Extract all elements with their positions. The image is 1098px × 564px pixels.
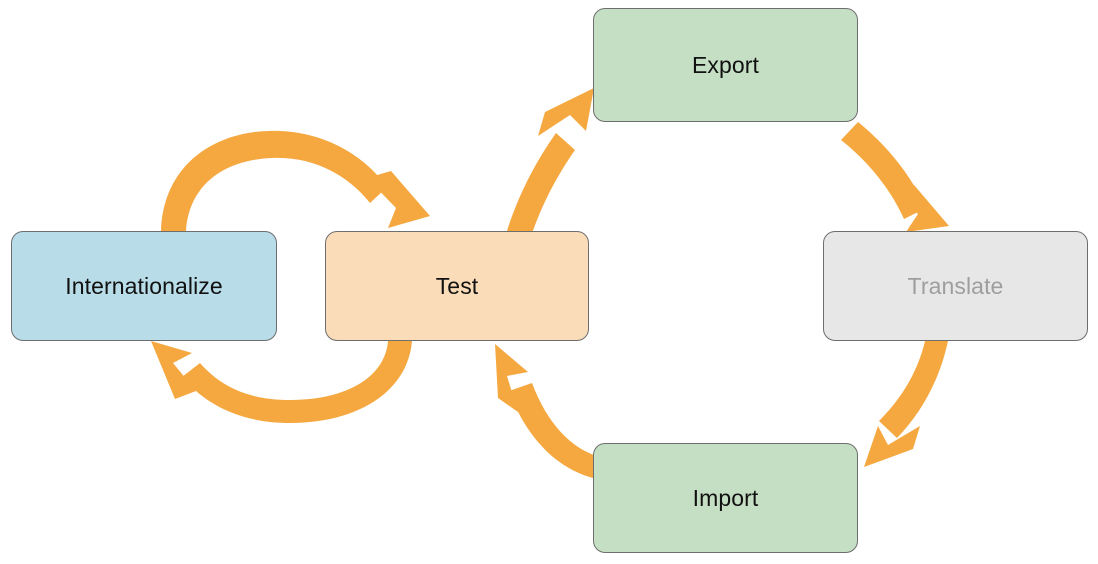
node-import[interactable]: Import (593, 443, 858, 553)
edge-export-to-translate-shaft (841, 122, 926, 219)
node-translate-label: Translate (907, 272, 1004, 299)
edge-internationalize-to-test-shaft (161, 130, 387, 231)
edge-import-to-test-head (495, 344, 528, 412)
node-translate[interactable]: Translate (823, 231, 1088, 341)
node-internationalize-label: Internationalize (65, 272, 223, 299)
node-export[interactable]: Export (593, 8, 858, 122)
edge-test-to-internationalize-head (151, 341, 196, 399)
node-import-label: Import (692, 484, 759, 511)
edge-import-to-test-shaft (509, 383, 600, 478)
edge-internationalize-to-test-head (367, 171, 430, 228)
node-test[interactable]: Test (325, 231, 589, 341)
edge-test-to-export-head (538, 88, 594, 136)
edge-translate-to-import-shaft (879, 341, 948, 438)
edge-translate-to-import-head (864, 426, 920, 467)
edge-import-to-test (495, 344, 600, 478)
node-internationalize[interactable]: Internationalize (11, 231, 277, 341)
edge-internationalize-to-test (161, 130, 430, 231)
edge-test-to-internationalize-shaft (182, 341, 412, 423)
edge-test-to-internationalize (151, 341, 412, 423)
node-test-label: Test (435, 272, 479, 299)
node-export-label: Export (691, 51, 760, 78)
edge-export-to-translate-head (890, 185, 949, 232)
edge-translate-to-import (864, 341, 948, 467)
edge-export-to-translate (841, 122, 949, 232)
